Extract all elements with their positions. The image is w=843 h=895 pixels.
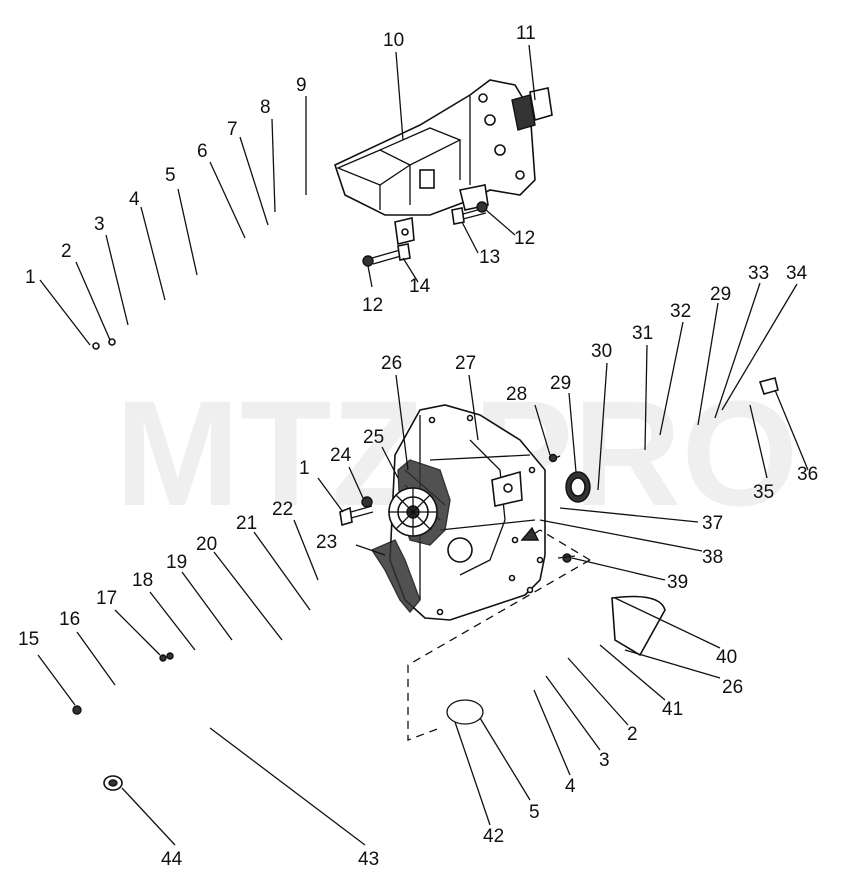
seal-29: [565, 471, 591, 503]
cover-42: [446, 699, 484, 725]
callout-26-lower: 26: [722, 677, 743, 698]
nut-12-lower: [362, 255, 374, 267]
callout-4-lower: 4: [565, 776, 576, 797]
callout-1-upper: 1: [25, 267, 36, 288]
plug-15: [72, 705, 82, 715]
callout-2-upper: 2: [61, 241, 72, 262]
callout-15: 15: [18, 629, 39, 650]
callout-43: 43: [358, 849, 379, 870]
callout-12-upper: 12: [514, 228, 535, 249]
callout-19: 19: [166, 552, 187, 573]
callout-25: 25: [363, 427, 384, 448]
gear-25: [388, 487, 438, 537]
callout-29-right: 29: [710, 284, 731, 305]
bolt-28: [548, 453, 561, 463]
callout-32: 32: [670, 301, 691, 322]
callout-29-left: 29: [550, 373, 571, 394]
callout-40: 40: [716, 647, 737, 668]
callout-28: 28: [506, 384, 527, 405]
callout-22: 22: [272, 499, 293, 520]
callout-16: 16: [59, 609, 80, 630]
callout-17: 17: [96, 588, 117, 609]
washer-24: [361, 496, 373, 508]
callout-44: 44: [161, 849, 183, 870]
callout-33: 33: [748, 263, 769, 284]
callout-4-upper: 4: [129, 189, 140, 210]
callout-1-middle: 1: [299, 458, 310, 479]
callout-37: 37: [702, 513, 723, 534]
gasket-23: [370, 539, 421, 614]
callout-8: 8: [260, 97, 271, 118]
callout-35: 35: [753, 482, 774, 503]
callout-23: 23: [316, 532, 337, 553]
callout-41: 41: [662, 699, 683, 720]
callout-11: 11: [516, 23, 536, 44]
bolt-14: [371, 243, 411, 265]
bolt-17: [159, 652, 174, 662]
callout-2-lower: 2: [627, 724, 638, 745]
callout-6: 6: [197, 141, 208, 162]
shaft-housing: [334, 79, 553, 216]
callout-18: 18: [132, 570, 153, 591]
breather-39: [557, 553, 576, 563]
pipe-40: [611, 595, 666, 657]
callout-10: 10: [383, 30, 404, 51]
callout-31: 31: [632, 323, 653, 344]
lock-washer-44: [103, 775, 123, 791]
small-washer-1: [92, 338, 116, 350]
callout-42: 42: [483, 826, 504, 847]
callout-14: 14: [409, 276, 431, 297]
callout-13: 13: [479, 247, 500, 268]
callout-7: 7: [227, 119, 238, 140]
nipple-36: [758, 377, 779, 395]
callout-39: 39: [667, 572, 688, 593]
callout-9: 9: [296, 75, 307, 96]
callout-5-upper: 5: [165, 165, 176, 186]
leader-lines: [37, 44, 809, 846]
nut-12-upper: [476, 201, 488, 213]
callout-27: 27: [455, 353, 476, 374]
callout-21: 21: [236, 513, 257, 534]
callout-30: 30: [591, 341, 612, 362]
callout-34: 34: [786, 263, 808, 284]
bolt-1: [339, 505, 374, 527]
callout-26-upper: 26: [381, 353, 402, 374]
callout-12-lower: 12: [362, 295, 383, 316]
callout-20: 20: [196, 534, 217, 555]
callout-38: 38: [702, 547, 723, 568]
callout-36: 36: [797, 464, 818, 485]
callout-3-upper: 3: [94, 214, 105, 235]
callouts: 1 2 3 4 5 6 7 8 9 10 11 12 13 12 14 26 2…: [18, 23, 818, 870]
callout-3-lower: 3: [599, 750, 610, 771]
callout-24: 24: [330, 445, 352, 466]
callout-5-lower: 5: [529, 802, 540, 823]
